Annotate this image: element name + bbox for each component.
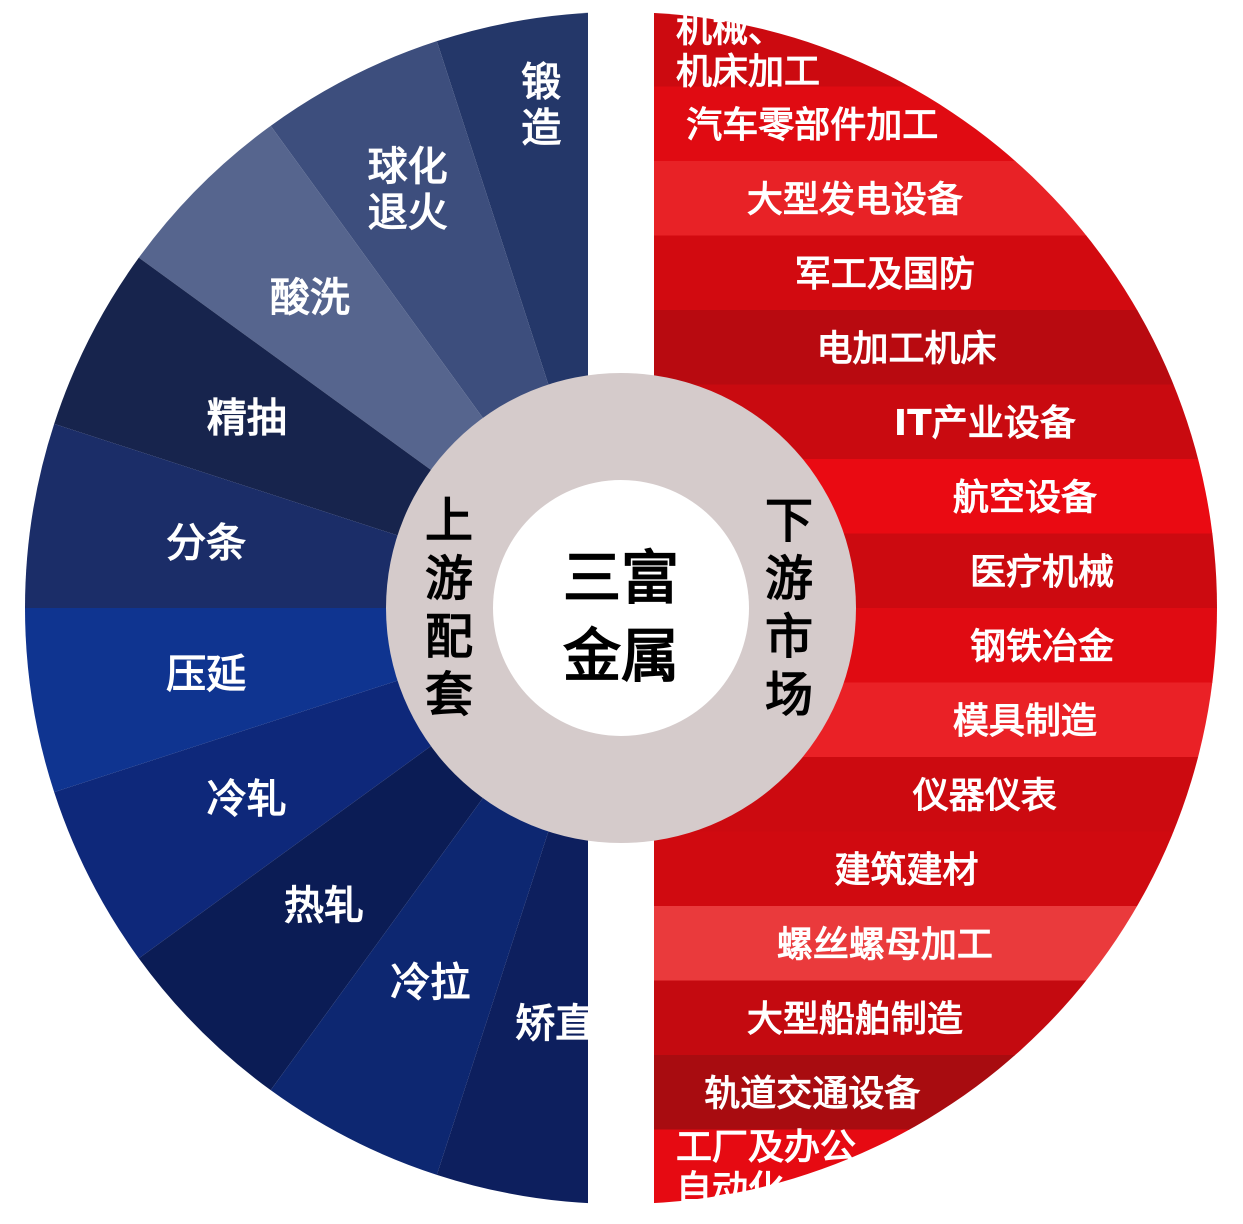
downstream-segment-label: 军工及国防 [795,254,975,295]
downstream-segment-label: 电加工机床 [816,328,996,369]
upstream-title-char: 配 [425,609,473,665]
upstream-segment-label: 退火 [368,190,448,236]
upstream-segment-label: 锻 [521,59,561,105]
upstream-segment-label: 分条 [166,520,246,566]
downstream-segment-label: 螺丝螺母加工 [777,924,993,965]
upstream-segment-label: 压延 [166,652,246,698]
downstream-segment-label: IT产业设备 [894,403,1077,444]
center-title-line2: 金属 [563,622,679,690]
downstream-segment-label: 汽车零部件加工 [686,105,938,146]
upstream-title-char: 套 [425,667,473,723]
downstream-segment-label: 钢铁冶金 [970,625,1115,667]
downstream-segment-label: 机械、 [676,9,784,50]
center-title-line1: 三富 [563,544,679,612]
upstream-title-char: 游 [425,551,473,607]
downstream-segment-label: 建筑建材 [834,850,978,891]
downstream-band [621,310,1217,385]
upstream-segment-label: 造 [521,105,561,151]
downstream-title-char: 下 [765,493,813,549]
downstream-segment-label: 大型船舶制造 [747,999,963,1040]
center-hub [493,480,749,736]
downstream-segment-label: 医疗机械 [970,552,1114,593]
upstream-segment-label: 球化 [368,144,448,190]
downstream-title-char: 游 [765,551,813,607]
downstream-segment-label: 航空设备 [953,476,1098,518]
downstream-band [621,831,1217,907]
downstream-segment-label: 工厂及办公 [676,1127,856,1168]
upstream-segment-label: 冷拉 [390,960,470,1006]
upstream-segment-label: 热轧 [284,883,364,929]
upstream-segment-label: 精抽 [207,395,287,441]
downstream-segment-label: 仪器仪表 [912,775,1057,816]
downstream-title-char: 市 [765,609,813,665]
upstream-title-char: 上 [425,493,473,549]
downstream-segment-label: 自动化 [676,1169,784,1210]
upstream-segment-label: 酸洗 [270,275,350,321]
upstream-segment-label: 冷轧 [207,777,287,823]
downstream-title-char: 场 [765,667,813,723]
downstream-segment-label: 大型发电设备 [747,179,964,220]
downstream-segment-label: 机床加工 [676,51,820,92]
downstream-segment-label: 模具制造 [953,701,1097,742]
downstream-segment-label: 轨道交通设备 [704,1072,921,1114]
upstream-segment-label: 矫直 [515,1001,595,1047]
